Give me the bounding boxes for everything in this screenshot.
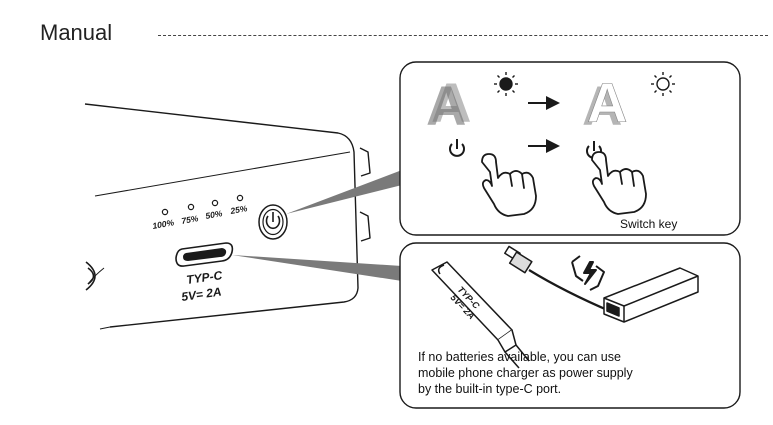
manual-title: Manual	[40, 20, 113, 45]
charge-instruction-line-3: by the built-in type-C port.	[418, 382, 562, 396]
device-typec-port	[175, 242, 234, 267]
pointing-hand-icon-right	[591, 151, 647, 215]
svg-text:A: A	[587, 71, 627, 134]
battery-level-100: 100%	[152, 217, 176, 231]
charging-bolt-icon	[571, 255, 605, 291]
arrow-right-icon-top	[528, 96, 560, 110]
switch-callout-box	[399, 61, 741, 236]
lamp-letter-lit: A A	[582, 71, 628, 137]
charge-instruction-line-2: mobile phone charger as power supply	[418, 366, 633, 380]
svg-text:A: A	[431, 71, 471, 134]
lamp-letter-dim: A A	[426, 71, 471, 137]
sun-outline-icon	[651, 72, 675, 96]
battery-level-25: 25%	[229, 203, 249, 216]
device-port-label: TYP-C	[185, 268, 223, 287]
pointing-hand-icon-left	[481, 153, 537, 217]
charge-instructions: If no batteries available, you can use m…	[418, 349, 738, 397]
battery-level-75: 75%	[181, 213, 200, 226]
usb-plug-icon	[504, 245, 533, 274]
charge-instruction-line-1: If no batteries available, you can use	[418, 350, 621, 364]
power-icon-left	[449, 139, 465, 157]
device-power-button[interactable]	[258, 204, 288, 240]
charging-cable	[528, 269, 613, 314]
sun-filled-icon	[494, 72, 518, 96]
callout-lead-lines	[232, 170, 402, 281]
device-port-rating: 5V= 2A	[180, 284, 222, 303]
device-mini-illustration	[603, 267, 699, 323]
battery-level-labels: 100% 75% 50% 25%	[152, 203, 249, 231]
typec-cable-illustration	[431, 261, 530, 369]
device-body	[84, 103, 371, 330]
svg-text:A: A	[582, 74, 622, 137]
switch-key-caption: Switch key	[620, 217, 678, 231]
side-wave-icon	[85, 261, 96, 291]
battery-level-50: 50%	[205, 208, 224, 221]
arrow-right-icon-bottom	[528, 139, 560, 153]
battery-indicator-leds	[161, 194, 244, 216]
svg-text:A: A	[426, 74, 466, 137]
title-dashed-rule	[158, 35, 768, 36]
